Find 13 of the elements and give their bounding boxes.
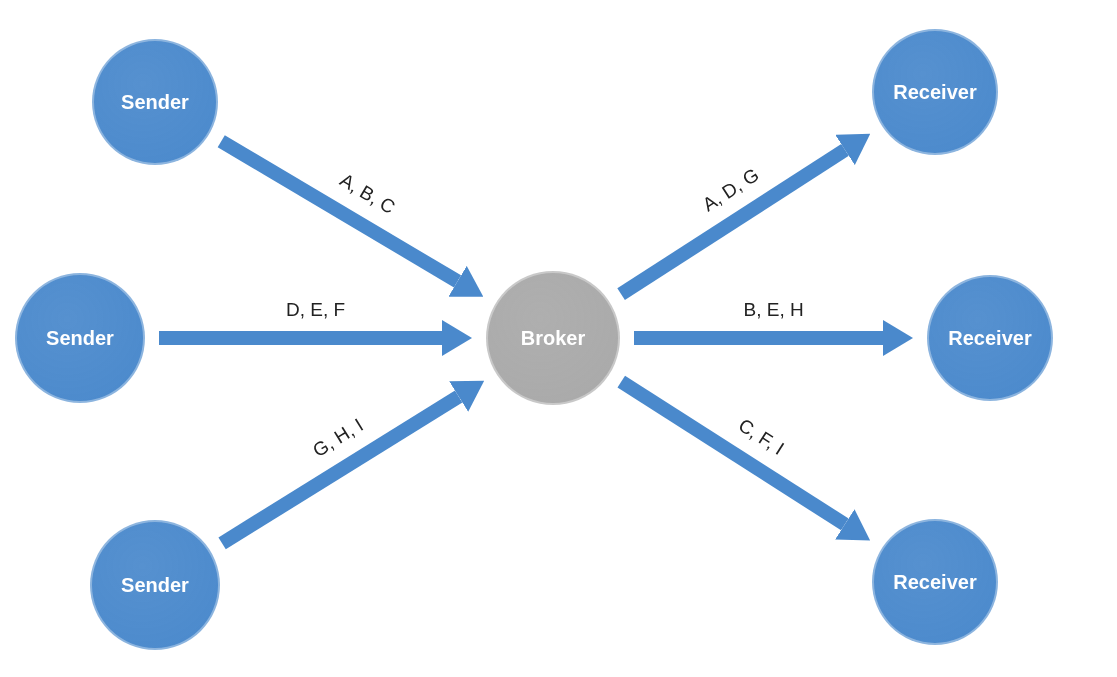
block-arrow (617, 375, 871, 541)
node-label: Sender (121, 573, 189, 597)
node-label: Sender (121, 90, 189, 114)
node-label: Receiver (948, 326, 1032, 350)
block-arrow (634, 320, 913, 356)
node-label: Broker (520, 326, 586, 350)
block-arrow (217, 135, 484, 297)
node-label: Receiver (893, 80, 977, 104)
node-label: Sender (46, 326, 114, 350)
node-label: Receiver (893, 570, 977, 594)
block-arrow (159, 320, 472, 356)
block-arrow (218, 380, 485, 550)
block-arrow (617, 133, 871, 301)
